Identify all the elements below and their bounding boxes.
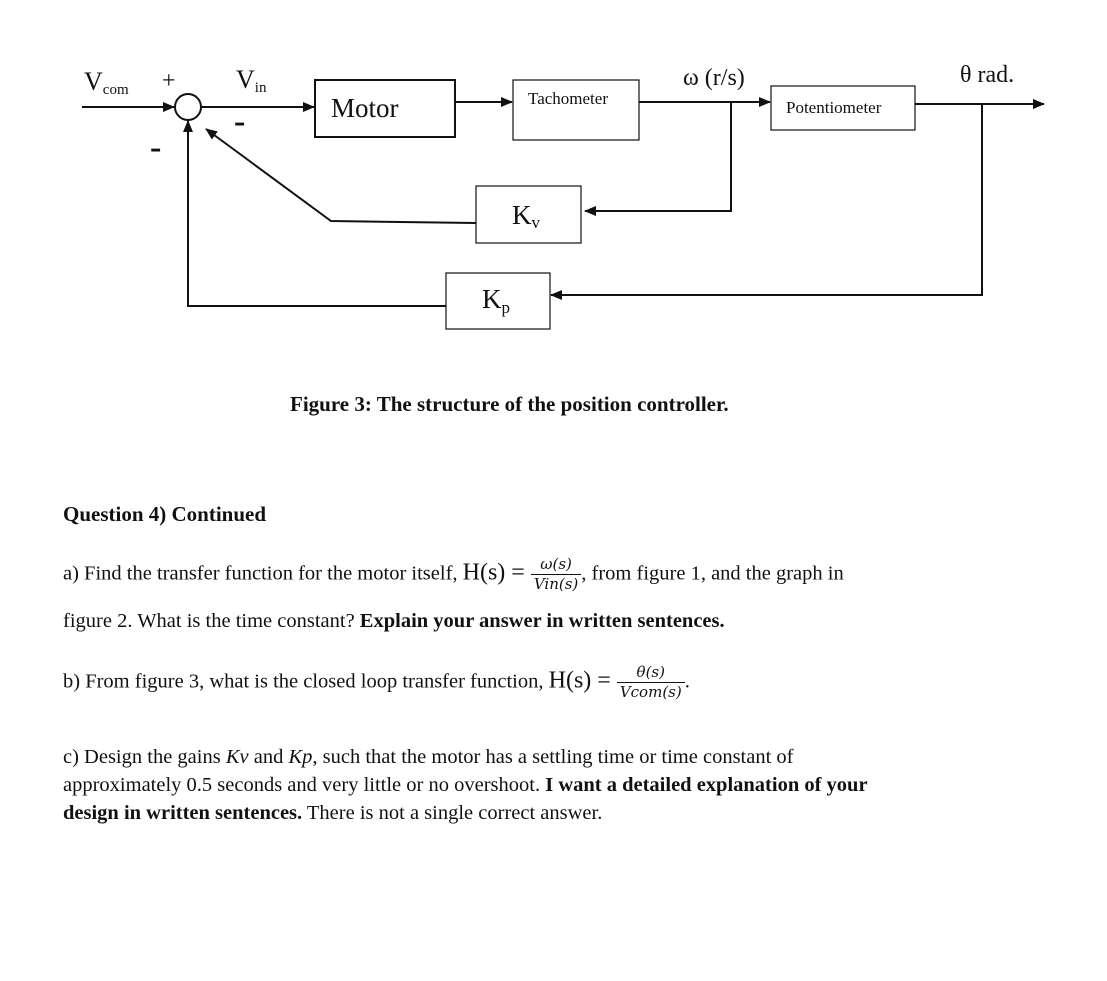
- kp-feedback-line: [183, 120, 446, 307]
- part-a-line-2-bold: Explain your answer in written sentences…: [359, 610, 725, 632]
- potentiometer-block: [770, 85, 916, 131]
- minus-sign-kv: -: [234, 103, 245, 140]
- summing-junction: [174, 93, 202, 121]
- part-c-line-3: design in written sentences. There is no…: [63, 800, 602, 827]
- part-c-l2-bold: I want a detailed explanation of your: [545, 774, 868, 796]
- part-a-fraction: ω(s)Vin(s): [530, 555, 582, 594]
- part-c-l2-plain: approximately 0.5 seconds and very littl…: [63, 774, 546, 796]
- part-c-l1-post: , such that the motor has a settling tim…: [312, 746, 794, 768]
- part-b-pre: b) From figure 3, what is the closed loo…: [63, 670, 549, 693]
- motor-block: [314, 79, 456, 138]
- theta-label: θ rad.: [960, 62, 1014, 88]
- motor-label: Motor: [331, 93, 399, 123]
- part-a-hs: H(s): [462, 559, 506, 586]
- minus-sign-kp: -: [150, 129, 161, 166]
- tachometer-label: Tachometer: [528, 89, 608, 108]
- part-b-equals: =: [591, 667, 617, 694]
- part-a-line-2-plain: figure 2. What is the time constant?: [63, 610, 360, 632]
- block-diagram: Motor Tachometer Potentiometer Kv Kp Vco…: [82, 62, 1045, 330]
- part-b-frac-num: θ(s): [616, 663, 685, 684]
- part-a-line-1: a) Find the transfer function for the mo…: [63, 555, 844, 594]
- part-c-l1-pre: c) Design the gains: [63, 746, 226, 768]
- part-c-line-2: approximately 0.5 seconds and very littl…: [63, 772, 868, 799]
- part-c-kp: Kp: [288, 746, 313, 768]
- part-c-line-1: c) Design the gains Kv and Kp, such that…: [63, 744, 794, 771]
- part-a-frac-num: ω(s): [530, 555, 582, 576]
- part-c-l3-plain: There is not a single correct answer.: [302, 802, 603, 824]
- part-b-fraction: θ(s)Vcom(s): [616, 663, 685, 702]
- part-a-equals: =: [505, 559, 531, 586]
- part-b-post: .: [684, 670, 690, 693]
- figure-caption: Figure 3: The structure of the position …: [290, 392, 729, 416]
- part-b-frac-den: Vcom(s): [619, 683, 682, 702]
- omega-feedback-line: [584, 103, 732, 216]
- part-a-frac-den: Vin(s): [533, 575, 579, 594]
- part-b-hs: H(s): [548, 667, 592, 694]
- kv-feedback-line: [205, 128, 477, 224]
- plus-sign: +: [162, 68, 176, 94]
- tachometer-block: [512, 79, 640, 141]
- kp-label: Kp: [482, 284, 510, 317]
- part-a-line-2: figure 2. What is the time constant? Exp…: [63, 608, 725, 635]
- part-c-kv: Kv: [225, 746, 249, 768]
- part-a-post: , from figure 1, and the graph in: [581, 562, 844, 585]
- potentiometer-label: Potentiometer: [786, 98, 882, 117]
- kp-block: [445, 272, 551, 330]
- part-c-l1-mid: and: [248, 746, 289, 768]
- vcom-label: Vcom: [84, 67, 129, 98]
- omega-label: ω (r/s): [683, 65, 745, 91]
- question-heading: Question 4) Continued: [63, 502, 267, 526]
- theta-feedback-line: [550, 104, 983, 300]
- vin-label: Vin: [236, 65, 267, 96]
- kv-label: Kv: [512, 200, 541, 232]
- kv-block: [475, 185, 582, 244]
- part-c-l3-bold: design in written sentences.: [63, 802, 303, 824]
- part-b-line: b) From figure 3, what is the closed loo…: [63, 663, 690, 702]
- part-a-pre: a) Find the transfer function for the mo…: [63, 562, 463, 585]
